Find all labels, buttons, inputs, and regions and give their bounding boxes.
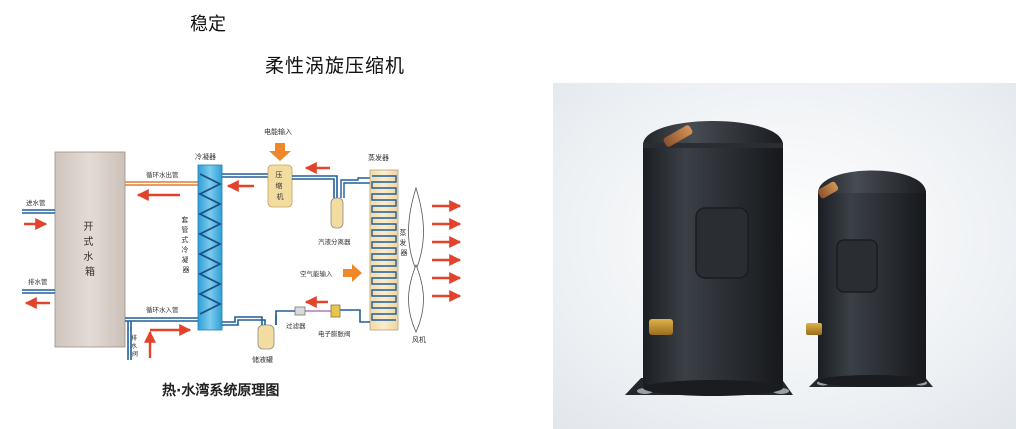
- evaporator-coil: [371, 175, 397, 321]
- fan-label: 风机: [412, 335, 426, 344]
- heat-pump-system-diagram: 开 式 水 箱 进水管 排水管 循环水出管 循环水入管 排 水 阀 冷凝器 套 …: [22, 127, 462, 399]
- evaporator-side-label: 蒸 发 器: [399, 228, 408, 257]
- small-compressor: [806, 170, 933, 387]
- drain-pipe-label: 排水管: [28, 277, 48, 286]
- heading-compressor-title: 柔性涡旋压缩机: [265, 55, 406, 77]
- condenser-type-label: 套 管 式 冷 凝 器: [181, 215, 190, 274]
- condenser-label: 冷凝器: [195, 152, 216, 161]
- air-input-arrow: [343, 264, 362, 282]
- fan-blade-lower: [408, 263, 424, 333]
- power-input-label: 电能输入: [264, 127, 292, 136]
- compressor-label: 压 缩 机: [275, 171, 284, 201]
- air-flow-arrows: [432, 200, 462, 302]
- circ-in-label: 循环水入管: [146, 305, 179, 314]
- filter: [294, 306, 306, 316]
- heading-stable: 稳定: [190, 14, 226, 35]
- receiver-label: 储液罐: [252, 355, 273, 364]
- fan-blade-upper: [408, 186, 424, 272]
- small-terminal-box: [836, 239, 878, 293]
- exp-valve-label: 电子膨胀阀: [318, 329, 351, 338]
- condenser-coil: [197, 173, 223, 315]
- large-terminal-box: [695, 207, 749, 279]
- power-input-arrow: [269, 143, 291, 161]
- inlet-pipe-label: 进水管: [26, 198, 46, 207]
- filter-label: 过滤器: [286, 321, 306, 330]
- expansion-valve: [330, 304, 341, 318]
- circ-out-label: 循环水出管: [146, 170, 179, 179]
- evaporator: [369, 169, 399, 331]
- separator-label: 汽液分离器: [318, 237, 351, 246]
- gas-liquid-separator: [330, 197, 344, 229]
- water-tank: [54, 151, 126, 348]
- compressor: [267, 164, 293, 208]
- compressor-photo: [553, 83, 1016, 429]
- large-compressor: [625, 121, 793, 396]
- air-input-label: 空气能输入: [300, 269, 333, 278]
- drain-valve-label: 排 水 阀: [131, 334, 139, 358]
- diagram-caption: 热·水湾系统原理图: [162, 382, 279, 399]
- liquid-receiver: [257, 324, 275, 350]
- water-tank-label: 开 式 水 箱: [83, 222, 96, 278]
- photo-background: [553, 83, 1016, 429]
- evaporator-label: 蒸发器: [368, 153, 389, 162]
